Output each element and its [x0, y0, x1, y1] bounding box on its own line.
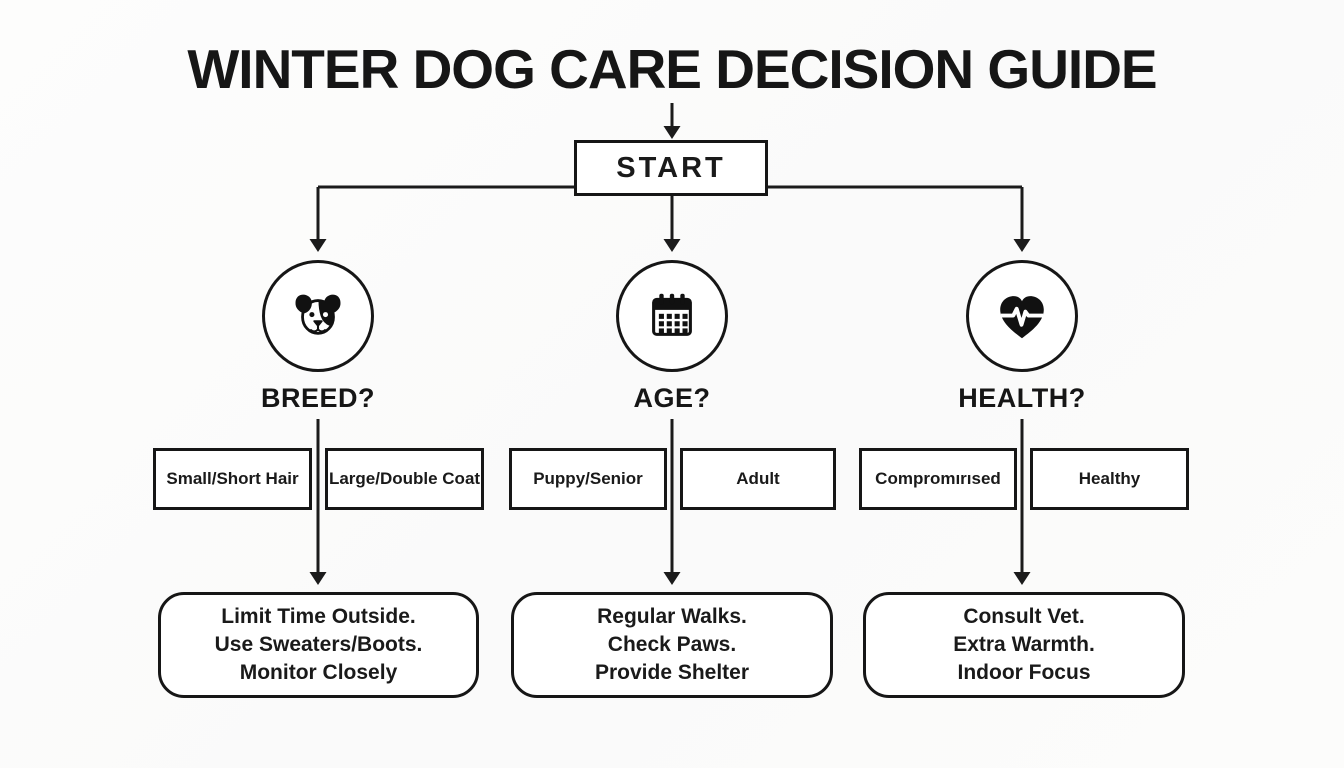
option-label: Large/Double Coat [328, 469, 481, 488]
dog-face-icon [295, 294, 341, 335]
result-line: Consult Vet. [963, 605, 1085, 628]
breed-icon-circle [262, 260, 374, 372]
result-line: Use Sweaters/Boots. [214, 633, 423, 656]
result-line: Monitor Closely [239, 661, 398, 684]
breed-result-box: Limit Time Outside. Use Sweaters/Boots. … [158, 592, 479, 698]
start-node: START [574, 140, 768, 196]
option-large-double-coat: Large/Double Coat [325, 448, 484, 510]
option-adult: Adult [680, 448, 836, 510]
arrowhead-breed-result [309, 572, 327, 585]
heart-pulse-icon [1000, 296, 1044, 339]
result-line: Indoor Focus [957, 661, 1091, 684]
breed-question-label: BREED? [260, 383, 375, 413]
health-icon-circle [966, 260, 1078, 372]
health-question-label: HEALTH? [958, 383, 1086, 413]
arrowhead-health-result [1013, 572, 1031, 585]
option-compromised: Compromırısed [859, 448, 1017, 510]
result-line: Check Paws. [607, 633, 737, 656]
result-line: Limit Time Outside. [221, 605, 416, 628]
age-question-label: AGE? [633, 383, 711, 413]
age-icon-circle [616, 260, 728, 372]
arrowhead-health [1013, 239, 1031, 252]
arrowhead-breed [309, 239, 327, 252]
option-small-short-hair: Small/Short Hair [153, 448, 312, 510]
result-line: Extra Warmth. [953, 633, 1095, 656]
arrowhead-start [663, 126, 681, 139]
option-label: Adult [736, 469, 780, 488]
option-label: Puppy/Senior [533, 469, 643, 488]
page-title: WINTER DOG CARE DECISION GUIDE [187, 38, 1157, 100]
result-line: Provide Shelter [594, 661, 750, 684]
option-label: Compromırısed [875, 469, 1001, 488]
start-label: START [616, 151, 726, 184]
calendar-icon [652, 293, 692, 336]
option-puppy-senior: Puppy/Senior [509, 448, 667, 510]
result-line: Regular Walks. [597, 605, 747, 628]
option-label: Healthy [1078, 469, 1141, 488]
health-result-box: Consult Vet. Extra Warmth. Indoor Focus [863, 592, 1185, 698]
arrowhead-age [663, 239, 681, 252]
arrowhead-age-result [663, 572, 681, 585]
option-label: Small/Short Hair [166, 469, 299, 488]
option-healthy: Healthy [1030, 448, 1189, 510]
age-result-box: Regular Walks. Check Paws. Provide Shelt… [511, 592, 833, 698]
